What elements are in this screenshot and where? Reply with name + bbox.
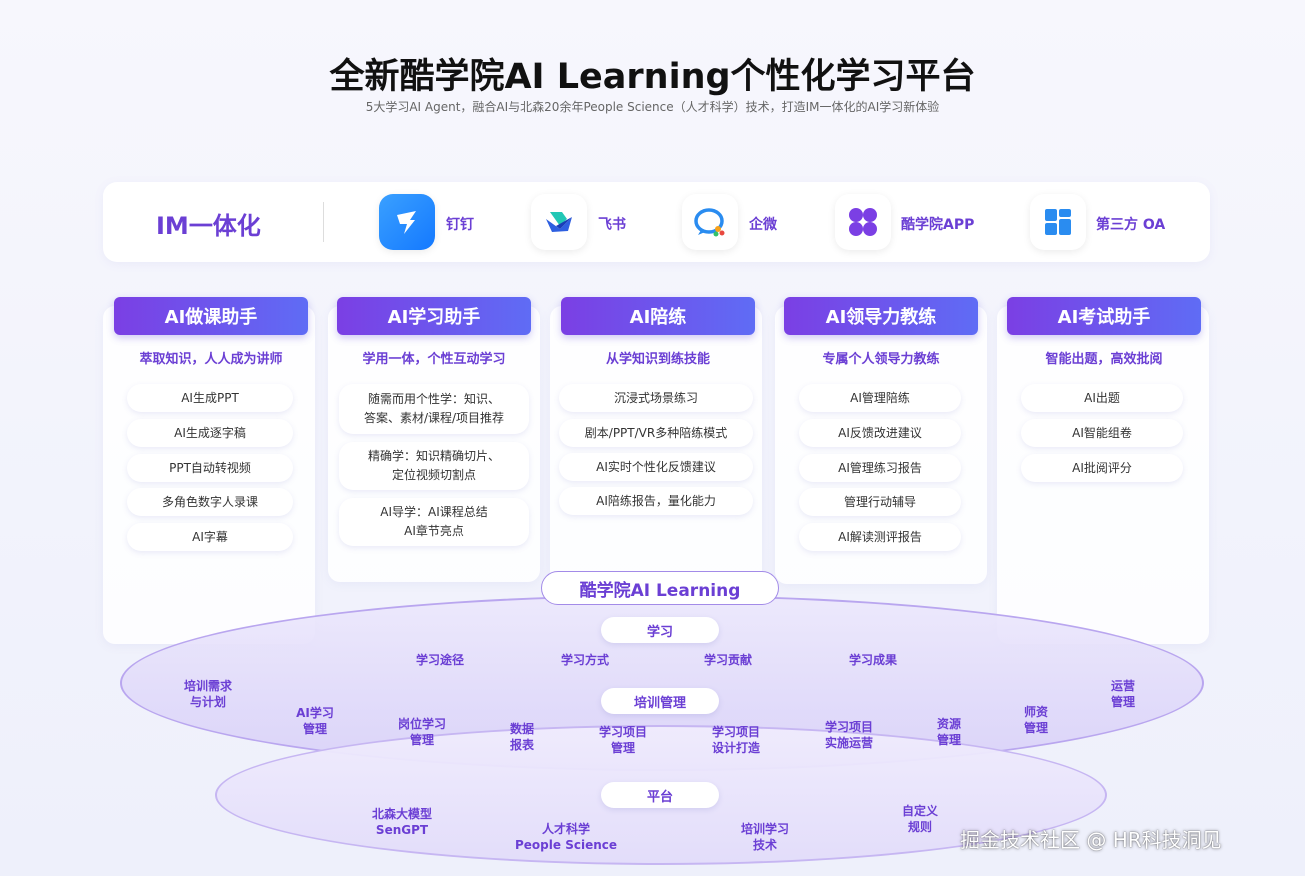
column-subtitle: 学用一体，个性互动学习 bbox=[362, 352, 506, 367]
platform-item: 北森大模型 SenGPT bbox=[371, 807, 432, 837]
list-item: AI管理练习报告 bbox=[799, 454, 961, 482]
app-label-third-party-oa: 第三方 OA bbox=[1096, 217, 1166, 233]
page-title: 全新酷学院AI Learning个性化学习平台 bbox=[329, 57, 976, 97]
list-item: 管理行动辅导 bbox=[799, 488, 961, 516]
column-subtitle: 从学知识到练技能 bbox=[605, 352, 710, 367]
list-item: 随需而用个性学：知识、 答案、素材/课程/项目推荐 bbox=[339, 384, 529, 434]
list-item: AI解读测评报告 bbox=[799, 523, 961, 551]
column-title: AI考试助手 bbox=[1007, 297, 1201, 335]
third-party-oa-icon[interactable] bbox=[1030, 194, 1086, 250]
list-item: 精确学：知识精确切片、 定位视频切割点 bbox=[339, 442, 529, 490]
list-item: AI反馈改进建议 bbox=[799, 419, 961, 447]
list-item: AI实时个性化反馈建议 bbox=[559, 453, 753, 481]
wecom-icon[interactable] bbox=[682, 194, 738, 250]
study-item: 学习成果 bbox=[848, 653, 897, 667]
im-integration-bar bbox=[103, 182, 1210, 262]
list-item: AI字幕 bbox=[127, 523, 293, 551]
training-item: 师资 管理 bbox=[1023, 705, 1048, 735]
list-item: AI生成PPT bbox=[127, 384, 293, 412]
list-item: 多角色数字人录课 bbox=[127, 488, 293, 516]
column-title: AI领导力教练 bbox=[784, 297, 978, 335]
layer-label-training: 培训管理 bbox=[601, 688, 719, 714]
kuxueyuan-app-icon[interactable] bbox=[835, 194, 891, 250]
column-title: AI做课助手 bbox=[114, 297, 308, 335]
study-item: 学习贡献 bbox=[703, 653, 752, 667]
platform-item: 自定义 规则 bbox=[901, 804, 938, 834]
list-item: AI陪练报告，量化能力 bbox=[559, 487, 753, 515]
training-item: 岗位学习 管理 bbox=[397, 717, 446, 747]
layer-label-platform: 平台 bbox=[601, 782, 719, 808]
layer-label-study: 学习 bbox=[601, 617, 719, 643]
training-item: 数据 报表 bbox=[509, 722, 534, 752]
list-item: AI导学：AI课程总结 AI章节亮点 bbox=[339, 498, 529, 546]
feishu-icon[interactable] bbox=[531, 194, 587, 250]
app-label-wecom: 企微 bbox=[749, 217, 777, 233]
training-item: 培训需求 与计划 bbox=[183, 679, 232, 709]
column-subtitle: 智能出题，高效批阅 bbox=[1045, 352, 1163, 367]
training-item: 运营 管理 bbox=[1110, 679, 1135, 709]
page-subtitle: 5大学习AI Agent，融合AI与北森20余年People Science（人… bbox=[365, 100, 940, 114]
watermark-text: 掘金技术社区 @ HR科技洞见 bbox=[960, 828, 1222, 852]
list-item: AI批阅评分 bbox=[1021, 454, 1183, 482]
app-label-dingtalk: 钉钉 bbox=[446, 217, 474, 233]
platform-center-badge: 酷学院AI Learning bbox=[541, 571, 779, 605]
dingtalk-icon[interactable] bbox=[379, 194, 435, 250]
training-item: 学习项目 实施运营 bbox=[824, 720, 873, 750]
column-subtitle: 专属个人领导力教练 bbox=[822, 352, 940, 367]
app-label-kuxueyuan: 酷学院APP bbox=[901, 217, 975, 233]
column-subtitle: 萃取知识，人人成为讲师 bbox=[139, 352, 283, 367]
app-label-feishu: 飞书 bbox=[598, 217, 626, 233]
im-title: IM一体化 bbox=[156, 212, 261, 240]
list-item: AI出题 bbox=[1021, 384, 1183, 412]
list-item: PPT自动转视频 bbox=[127, 454, 293, 482]
training-item: 学习项目 设计打造 bbox=[711, 725, 760, 755]
list-item: 沉浸式场景练习 bbox=[559, 384, 753, 412]
platform-item: 培训学习 技术 bbox=[740, 822, 789, 852]
list-item: AI生成逐字稿 bbox=[127, 419, 293, 447]
list-item: AI管理陪练 bbox=[799, 384, 961, 412]
list-item: 剧本/PPT/VR多种陪练模式 bbox=[559, 419, 753, 447]
column-title: AI学习助手 bbox=[337, 297, 531, 335]
study-item: 学习方式 bbox=[560, 653, 609, 667]
divider bbox=[323, 202, 324, 242]
training-item: 学习项目 管理 bbox=[598, 725, 647, 755]
list-item: AI智能组卷 bbox=[1021, 419, 1183, 447]
training-item: AI学习 管理 bbox=[296, 706, 334, 736]
training-item: 资源 管理 bbox=[936, 717, 961, 747]
study-item: 学习途径 bbox=[415, 653, 464, 667]
platform-item: 人才科学 People Science bbox=[515, 822, 617, 852]
column-title: AI陪练 bbox=[561, 297, 755, 335]
